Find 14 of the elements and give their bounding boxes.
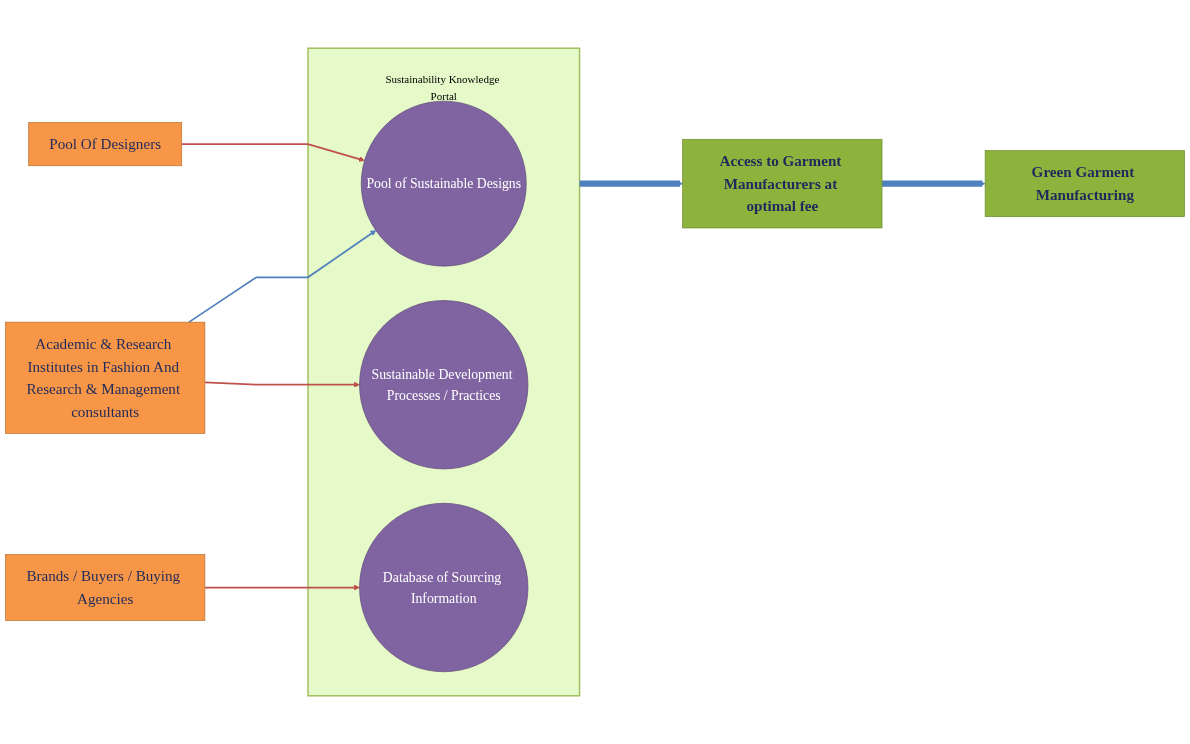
node-circle: Pool of Sustainable Designs [360, 100, 527, 267]
arrow [882, 180, 986, 187]
node-box: Access to Garment Manufacturers at optimal fee [682, 138, 883, 229]
node-box: Academic & Research Institutes in Fashion And Research & Management consultants [5, 321, 206, 434]
node-circle: Database of Sourcing Information [359, 502, 529, 673]
arrow [579, 180, 683, 187]
node-box: Brands / Buyers / Buying Agencies [5, 554, 206, 621]
arrow [180, 143, 365, 162]
arrow [188, 230, 377, 324]
arrow [204, 381, 360, 388]
node-box: Pool Of Designers [28, 122, 183, 167]
arrow [204, 584, 360, 591]
node-circle: Sustainable Development Processes / Practices [359, 300, 529, 470]
node-box: Green Garment Manufacturing [984, 150, 1185, 217]
